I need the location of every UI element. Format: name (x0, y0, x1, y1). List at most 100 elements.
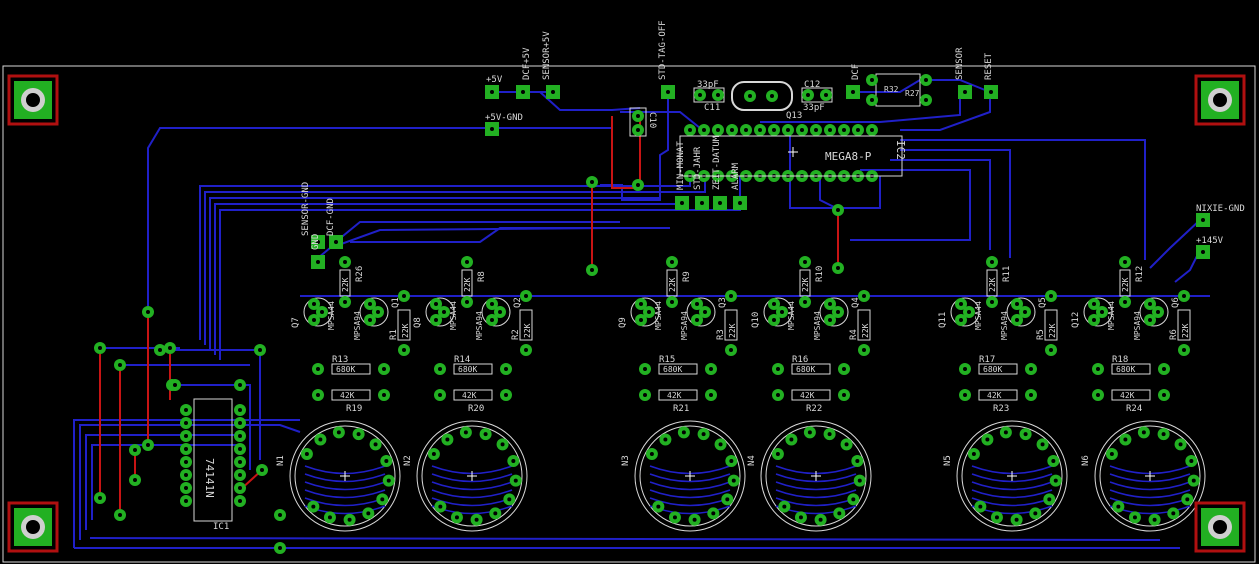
label-sensor-gnd: SENSOR-GND (301, 182, 311, 236)
drill-hole (318, 437, 323, 442)
drill-hole (184, 499, 188, 503)
r-lo-label: R18 (1112, 355, 1128, 365)
trace (73, 419, 300, 548)
r-base-label: R9 (682, 271, 692, 282)
drill-hole (1141, 430, 1146, 435)
label-zeit-datum: ZEIT-DATUM (712, 135, 722, 190)
value-680k: 680K (663, 365, 682, 374)
part-mpsa44: MPSA44 (654, 301, 663, 330)
q-pnp-label: Q1 (391, 297, 401, 308)
drill-hole (312, 302, 316, 306)
r-hi-label: R24 (1126, 404, 1142, 414)
transistor-npn (950, 297, 980, 327)
drill-hole (238, 473, 242, 477)
drill-hole (639, 318, 643, 322)
mount-frame (7, 74, 59, 126)
part-mpsa94: MPSA94 (813, 311, 822, 340)
value-680k: 680K (458, 365, 477, 374)
drill-hole (590, 268, 594, 272)
nixie-outline-inner (1099, 425, 1201, 527)
drill-hole (1003, 430, 1008, 435)
drill-hole (316, 367, 320, 371)
drill-hole (1162, 367, 1166, 371)
resistor-r32-r27 (875, 73, 921, 107)
cap-33pf-2-label: 33pF (803, 103, 825, 113)
drill-hole (776, 367, 780, 371)
drill-hole (490, 318, 494, 322)
r-coll-label: R3 (716, 329, 726, 340)
label-5v-gnd: +5V-GND (485, 113, 523, 123)
label-sensor-5v: SENSOR+5V (542, 31, 552, 80)
mount-hole (1194, 74, 1246, 126)
drill-hole (590, 180, 594, 184)
drill-hole (670, 260, 674, 264)
drill-hole (772, 302, 776, 306)
drill-hole (438, 393, 442, 397)
drill-hole (772, 318, 776, 322)
r-coll-label: R2 (511, 329, 521, 340)
drill-hole (184, 434, 188, 438)
drill-hole (698, 93, 702, 97)
drill-hole (967, 310, 971, 314)
value-22k: 22K (1048, 323, 1057, 338)
drill-hole (870, 78, 874, 82)
drill-hole (814, 128, 818, 132)
nixie-trace (431, 481, 513, 491)
drill-hole (681, 430, 686, 435)
drill-hole (184, 473, 188, 477)
drill-hole (842, 367, 846, 371)
drill-hole (718, 442, 723, 447)
drill-hole (146, 310, 150, 314)
resistor-680k (791, 363, 831, 375)
label-sensor: SENSOR (955, 47, 965, 80)
value-22k: 22K (861, 323, 870, 338)
trace (209, 197, 660, 350)
mount-frame (1194, 501, 1246, 553)
drill-hole (827, 432, 832, 437)
resistor-collector (724, 309, 738, 341)
drill-hole (511, 458, 516, 463)
drill-hole (500, 442, 505, 447)
drill-hole (445, 437, 450, 442)
drill-hole (465, 260, 469, 264)
trace (219, 176, 741, 360)
drill-hole (1178, 442, 1183, 447)
mount-frame (7, 501, 59, 553)
r-lo-label: R15 (659, 355, 675, 365)
drill-hole (700, 201, 704, 205)
drill-hole (1152, 517, 1157, 522)
label-min-monat: MIN-MONAT (676, 141, 686, 190)
value-22k: 22K (1181, 323, 1190, 338)
drill-hole (1029, 367, 1033, 371)
drill-hole (1051, 458, 1056, 463)
drill-hole (994, 515, 999, 520)
value-22k: 22K (668, 277, 677, 292)
drill-hole (862, 294, 866, 298)
nixie-trace (304, 489, 386, 499)
r-base-label: R8 (477, 271, 487, 282)
components (94, 73, 1210, 554)
nixie-trace (431, 473, 513, 483)
resistor-680k (658, 363, 698, 375)
crystal-q13 (731, 81, 793, 111)
drill-hole (971, 452, 976, 456)
top-traces (99, 116, 839, 515)
resistor-collector (397, 309, 411, 341)
drill-hole (989, 90, 993, 94)
value-22k: 22K (801, 277, 810, 292)
drill-hole (1162, 393, 1166, 397)
drill-hole (758, 128, 762, 132)
value-680k: 680K (1116, 365, 1135, 374)
drill-hole (320, 310, 324, 314)
drill-hole (336, 430, 341, 435)
drill-hole (775, 452, 780, 456)
drill-hole (483, 432, 488, 437)
drill-hole (1116, 504, 1121, 509)
nixie-socket: N6 (1081, 420, 1206, 532)
drill-hole (524, 348, 528, 352)
drill-hole (368, 302, 372, 306)
drill-hole (442, 310, 446, 314)
drill-hole (384, 458, 389, 463)
c12-label: C12 (804, 80, 820, 90)
